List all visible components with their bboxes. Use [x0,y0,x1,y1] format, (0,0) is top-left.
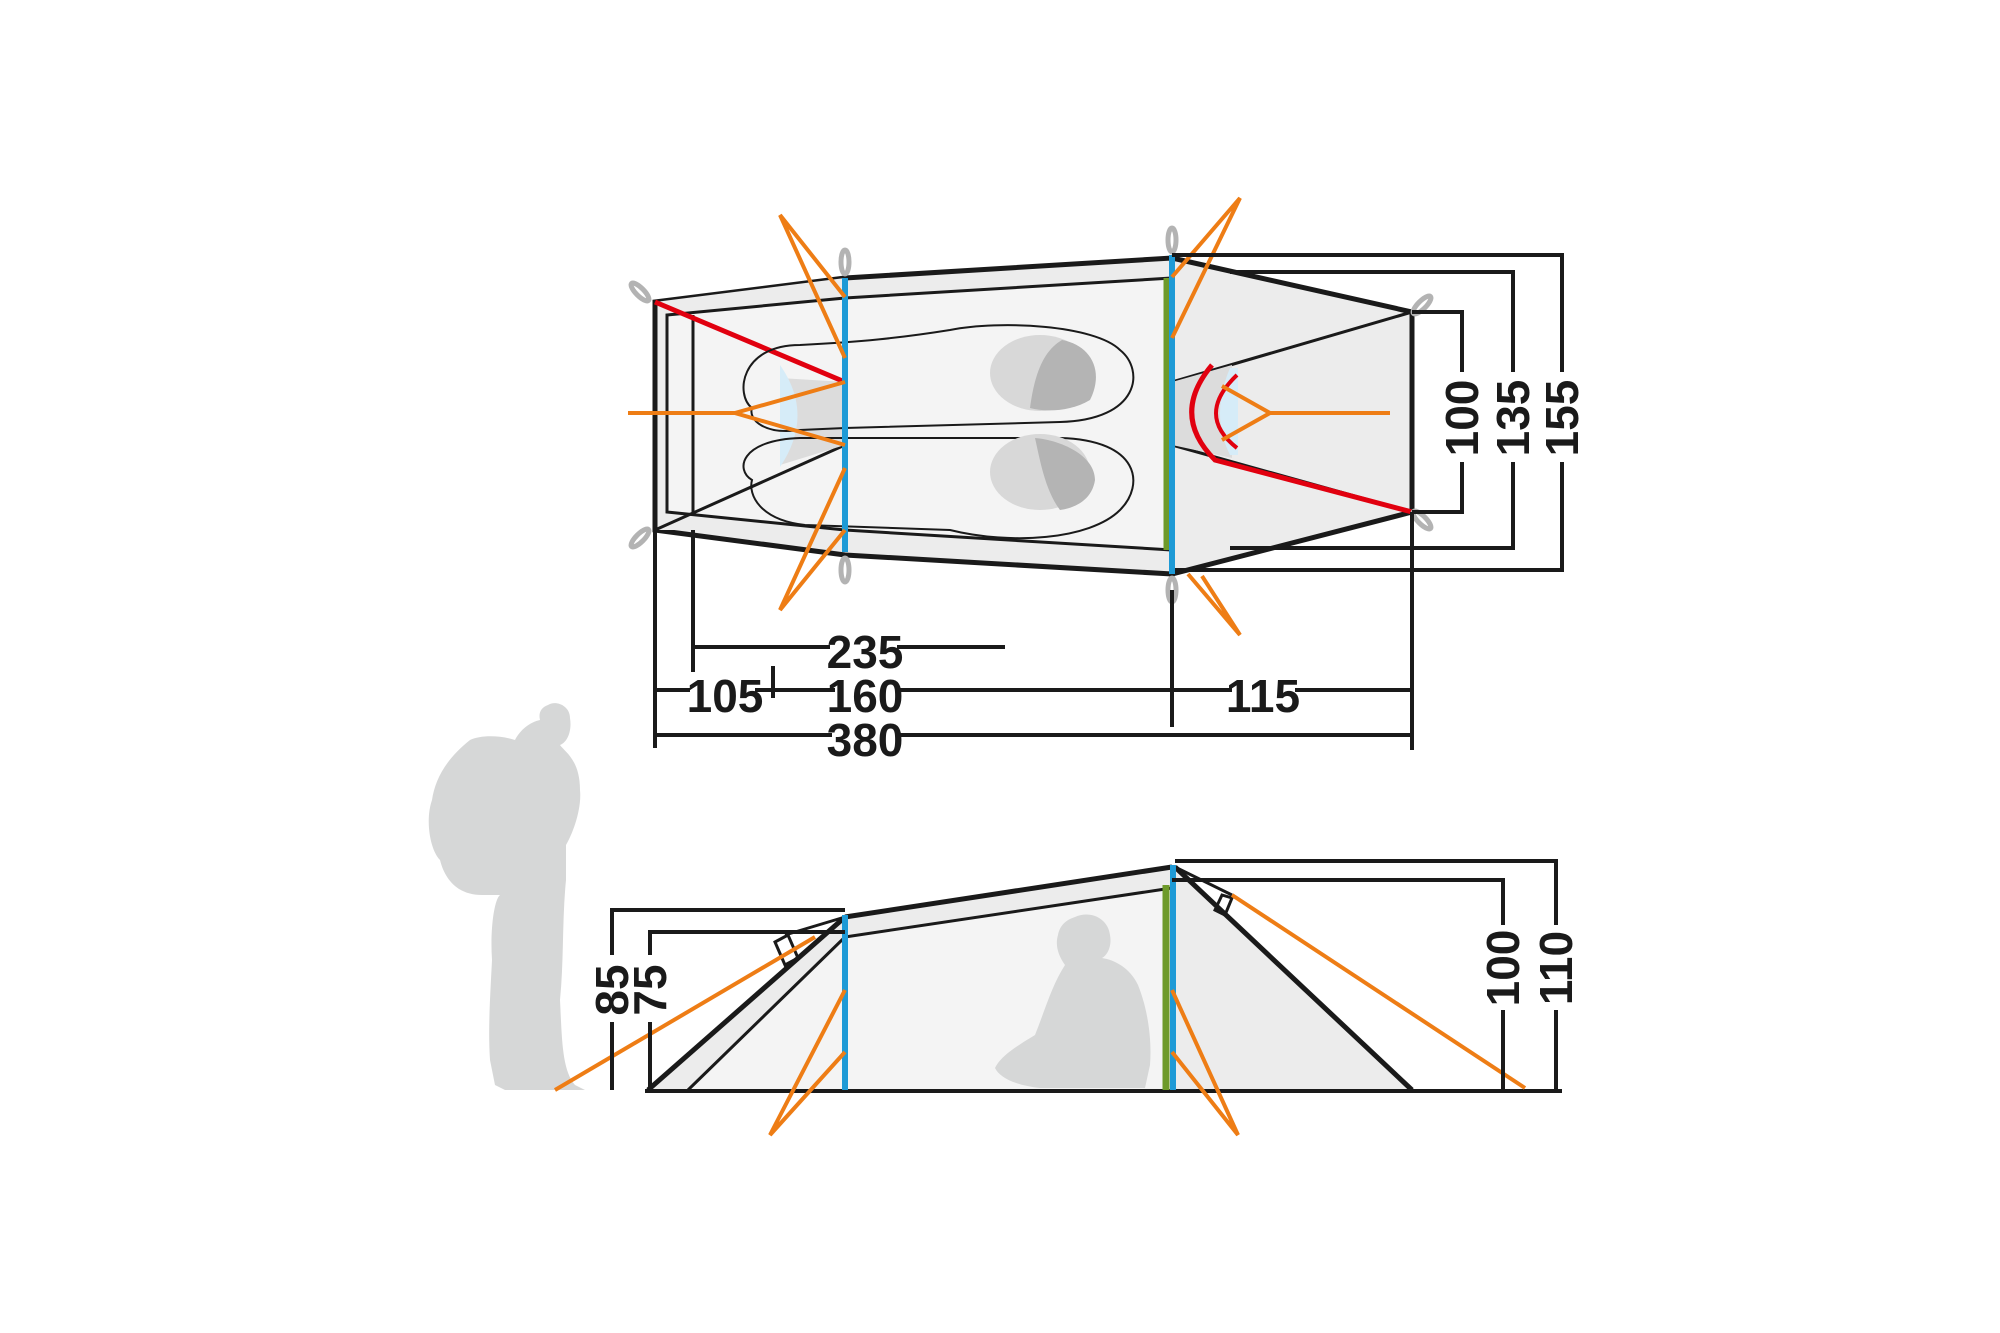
guy-lines-side [553,893,1527,1137]
rear-vent [780,365,798,467]
rear-height-dimensions [610,908,845,1090]
front-height-dimensions [1172,859,1558,1090]
dim-front-height-outer: 110 [1530,931,1582,1005]
side-view: 85 75 100 110 [428,703,1582,1137]
front-door-zip [1189,363,1413,515]
dim-front-width-inner: 100 [1436,380,1488,457]
peg-icons [628,225,1434,605]
rear-door-area [780,378,845,465]
rear-door-zip [654,299,846,385]
top-view: 100 135 155 235 105 160 115 38 [628,196,1588,766]
sleeping-area [742,324,1135,432]
dim-vestibule-rear: 105 [687,670,764,722]
dim-middle-section: 160 [827,670,904,722]
side-fly-band [845,867,1172,937]
dim-front-height-inner: 100 [1477,930,1529,1007]
dim-rear-height-inner: 75 [624,964,676,1015]
guy-lines-top [628,196,1390,637]
dim-rear-height-outer: 85 [586,964,638,1015]
dim-width-total: 155 [1536,380,1588,457]
dim-vestibule-front: 115 [1226,670,1300,722]
width-dimensions [1172,253,1564,572]
dim-total-length: 380 [827,714,904,766]
standing-person-silhouette [428,703,585,1090]
front-door-area [1172,365,1232,458]
dim-width-inner: 135 [1487,380,1539,457]
length-dimensions [653,512,1414,750]
sitting-person-silhouette [995,914,1151,1088]
dim-inner-length: 235 [827,626,904,678]
